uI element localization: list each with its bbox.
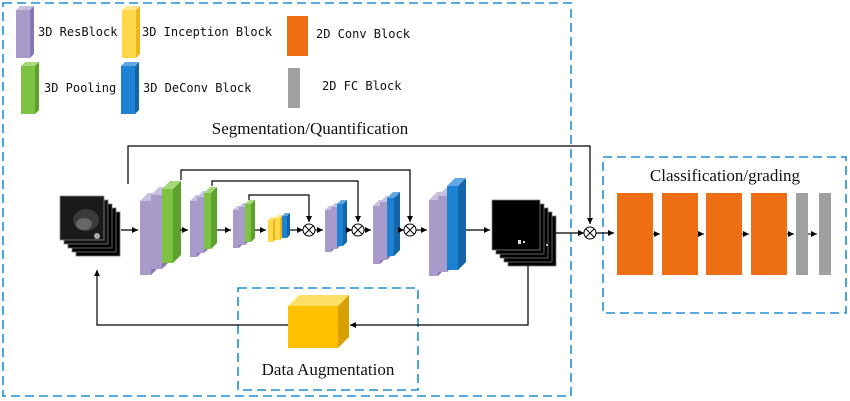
augmentation-loop	[94, 266, 529, 328]
classification-network	[617, 193, 831, 275]
augmentation-cube	[288, 295, 349, 348]
legend-item-2d-conv: 2D Conv Block	[287, 16, 411, 56]
conv2d-block-4	[751, 193, 787, 275]
fc-block-1	[796, 193, 808, 275]
legend-label-resblock: 3D ResBlock	[38, 25, 118, 39]
conv2d-block-1	[617, 193, 653, 275]
decoder-level-3	[325, 200, 347, 252]
legend: 3D ResBlock 3D Inception Block 2D Conv B…	[16, 6, 411, 114]
concat-node-1	[302, 223, 316, 237]
legend-label-2d-fc: 2D FC Block	[322, 79, 402, 93]
decoder-level-2	[373, 192, 400, 264]
segmentation-mask-stack	[491, 199, 557, 267]
augmentation-title: Data Augmentation	[262, 360, 395, 379]
legend-label-deconv: 3D DeConv Block	[143, 81, 252, 95]
fc-block-2	[819, 193, 831, 275]
encoder-level-1	[140, 181, 181, 275]
conv2d-block-2	[662, 193, 698, 275]
encoder-level-3	[233, 200, 255, 248]
legend-item-2d-fc: 2D FC Block	[288, 68, 402, 108]
segmentation-panel	[2, 2, 572, 397]
flow-arrows	[121, 227, 614, 236]
conv2d-block-3	[706, 193, 742, 275]
legend-item-pooling: 3D Pooling	[21, 62, 116, 114]
concat-node-2	[351, 223, 365, 237]
concat-nodes	[302, 223, 597, 240]
legend-label-2d-conv: 2D Conv Block	[316, 27, 411, 41]
legend-item-inception: 3D Inception Block	[122, 6, 273, 58]
legend-item-resblock: 3D ResBlock	[16, 6, 118, 58]
legend-label-inception: 3D Inception Block	[142, 25, 273, 39]
decoder-level-1	[429, 178, 466, 276]
input-image-stack	[59, 195, 121, 257]
concat-node-3	[403, 223, 417, 237]
legend-label-pooling: 3D Pooling	[44, 81, 116, 95]
legend-item-deconv: 3D DeConv Block	[121, 62, 252, 114]
bottleneck-inception	[268, 213, 290, 242]
encoder-level-2	[190, 187, 217, 257]
segmentation-title: Segmentation/Quantification	[212, 119, 409, 138]
classification-panel	[602, 156, 847, 314]
skip-connections	[127, 145, 593, 224]
concat-node-4	[583, 226, 597, 240]
classification-title: Classification/grading	[650, 166, 801, 185]
augmentation-panel	[237, 287, 419, 391]
